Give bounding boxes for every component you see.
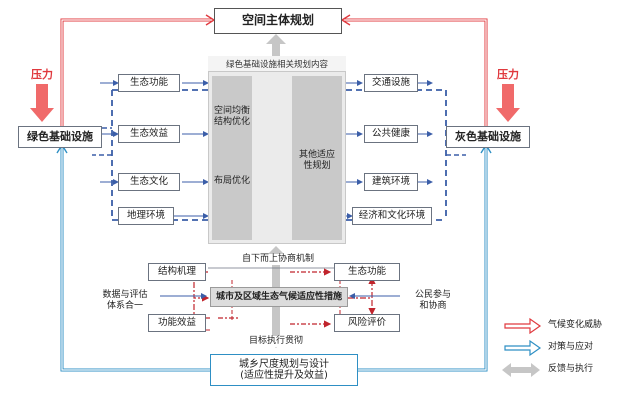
gray-item-4: 经济和文化环境 <box>352 207 432 225</box>
bottom-up-label: 自下而上协商机制 <box>228 254 328 265</box>
public-participation-text: 公民参与 和协商 <box>414 290 451 311</box>
mid-left-box-1: 结构机理 <box>148 263 206 281</box>
gray-item-3: 建筑环境 <box>364 173 418 191</box>
pressure-arrow-left <box>30 84 54 122</box>
dashed-right-frame <box>346 89 447 221</box>
center-col-2-text: 其他适应 性规划 <box>298 150 335 171</box>
bottom-planning-box: 城乡尺度规划与设计 (适应性提升及效益) <box>210 354 358 386</box>
center-col-2 <box>292 76 342 240</box>
pressure-label-right: 压力 <box>497 68 519 81</box>
measures-box: 城市及区域生态气候适应性措施 <box>210 287 348 307</box>
mid-right-box-2: 风险评价 <box>334 314 400 332</box>
legend-blue-arrow <box>504 339 542 357</box>
green-item-2: 生态效益 <box>118 125 180 143</box>
green-item-1: 生态功能 <box>118 74 180 92</box>
legend-label-2: 对策与应对 <box>548 342 594 352</box>
green-item-4: 地理环境 <box>118 207 174 225</box>
mid-right-box-1: 生态功能 <box>334 263 400 281</box>
center-header: 绿色基础设施相关规划内容 <box>208 56 346 72</box>
dashed-left-frame <box>111 89 210 221</box>
legend-gray-arrow <box>502 363 540 377</box>
center-col-1-top-text: 空间均衡 结构优化 <box>213 106 250 127</box>
gray-item-1: 交通设施 <box>364 74 418 92</box>
mid-left-box-2: 功能效益 <box>148 314 206 332</box>
center-col-1-bottom-text: 布局优化 <box>213 176 250 186</box>
title-text: 空间主体规划 <box>241 13 314 28</box>
legend-label-3: 反馈与执行 <box>548 364 594 374</box>
green-item-3: 生态文化 <box>118 173 180 191</box>
data-system-text: 数据与评估 体系合一 <box>102 290 148 311</box>
gray-item-2: 公共健康 <box>364 125 418 143</box>
gray-infrastructure-box: 灰色基础设施 <box>446 126 530 148</box>
center-col-1 <box>212 76 252 240</box>
gray-arrow-up-to-title <box>266 34 286 56</box>
top-down-label: 目标执行贯彻 <box>236 336 316 347</box>
pressure-label-left: 压力 <box>31 68 53 81</box>
legend-label-1: 气候变化威胁 <box>548 320 603 330</box>
pressure-arrow-right <box>496 84 520 122</box>
title-box: 空间主体规划 <box>214 8 342 34</box>
green-infrastructure-box: 绿色基础设施 <box>18 126 102 148</box>
legend-red-arrow <box>504 317 542 335</box>
